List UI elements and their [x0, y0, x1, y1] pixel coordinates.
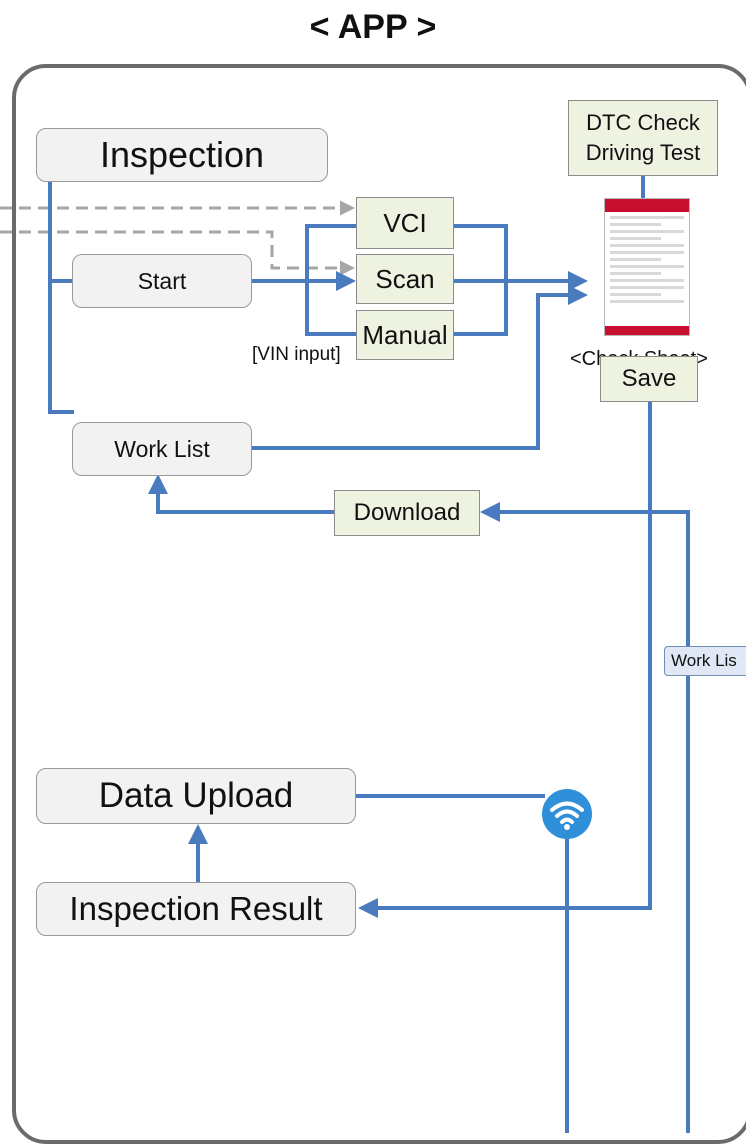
scan-node: Scan [356, 254, 454, 304]
line-inspection-trunk [48, 180, 74, 414]
download-node: Download [334, 490, 480, 536]
manual-node: Manual [356, 310, 454, 360]
wifi-icon [542, 789, 592, 839]
line-save-to-result [358, 402, 652, 918]
work-list-node: Work List [72, 422, 252, 476]
save-node: Save [600, 356, 698, 402]
phone-screen-icon [604, 198, 690, 336]
vin-input-label: [VIN input] [252, 344, 341, 365]
dtc-check-driving-test-node: DTC Check Driving Test [568, 100, 718, 176]
line-worklist-to-check-sheet [252, 285, 588, 450]
start-node: Start [72, 254, 252, 308]
work-list-side-tag: Work Lis [664, 646, 746, 676]
line-download-to-worklist [148, 474, 334, 514]
line-vci-manual-left-loop [305, 224, 356, 336]
dashed-line-to-scan [0, 230, 355, 276]
inspection-node: Inspection [36, 128, 328, 182]
vci-node: VCI [356, 197, 454, 249]
data-upload-node: Data Upload [36, 768, 356, 824]
line-worklist-feed [480, 502, 690, 1133]
page-title: < APP > [309, 8, 437, 46]
inspection-result-node: Inspection Result [36, 882, 356, 936]
